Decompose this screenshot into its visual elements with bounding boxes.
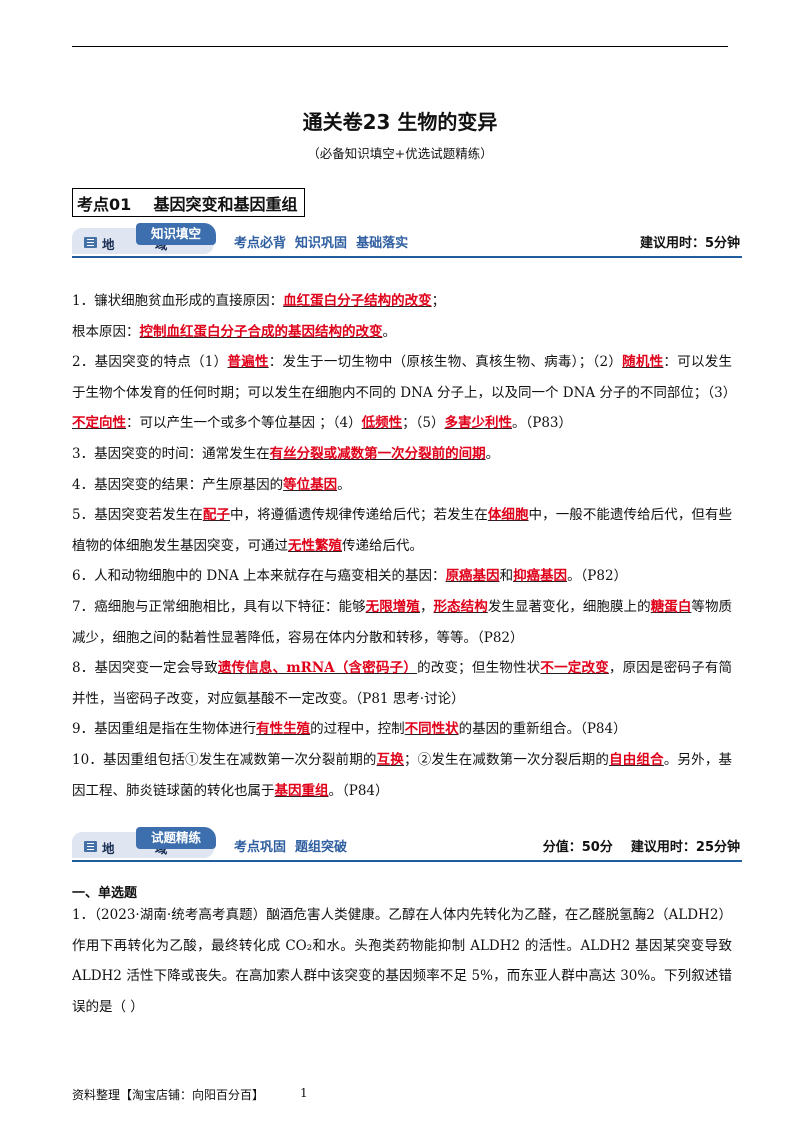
item-text: 根本原因： — [72, 323, 140, 340]
answer-text: 有性生殖 — [256, 721, 311, 738]
item-text: 8．基因突变一定会导致 — [72, 660, 218, 677]
item-text: 。 — [337, 476, 351, 493]
answer-text: 抑癌基因 — [513, 568, 568, 585]
item-text: ：可以产生一个或多个等位基因 ；（4） — [126, 415, 362, 432]
item-text: 10．基因重组包括①发生在减数第一次分裂前期的 — [72, 751, 377, 768]
answer-text: 配子 — [202, 507, 230, 524]
knowledge-item: 3．基因突变的时间：通常发生在有丝分裂或减数第一次分裂前的间期。 — [72, 439, 732, 470]
item-text: 。（P84） — [328, 782, 389, 799]
badge: 地 域 试题精练 — [72, 827, 216, 858]
badge-tag: 试题精练 — [136, 827, 216, 849]
knowledge-item: 4．基因突变的结果：产生原基因的等位基因。 — [72, 470, 732, 501]
answer-text: 形态结构 — [433, 598, 488, 615]
suggested-time: 建议用时：5分钟 — [639, 236, 740, 251]
knowledge-item: 8．基因突变一定会导致遗传信息、mRNA（含密码子）的改变；但生物性状不一定改变… — [72, 653, 732, 714]
answer-text: 互换 — [376, 751, 404, 768]
answer-text: 无限增殖 — [365, 598, 420, 615]
banner-subtitle: 考点必背 知识巩固 基础落实 — [234, 236, 409, 251]
item-text: 传递给后代。 — [342, 537, 423, 554]
knowledge-item: 7．癌细胞与正常细胞相比，具有以下特征：能够无限增殖，形态结构发生显著变化，细胞… — [72, 592, 732, 653]
answer-text: 体细胞 — [487, 507, 529, 524]
item-text: 。 — [382, 323, 397, 340]
answer-text: 低频性 — [361, 415, 403, 432]
item-text: 4．基因突变的结果：产生原基因的 — [72, 476, 284, 493]
score-and-time: 分值：50分 建议用时：25分钟 — [542, 840, 740, 855]
answer-text: 血红蛋白分子结构的改变 — [283, 293, 432, 309]
question-block: 1．（2023·湖南·统考高考真题）酗酒危害人类健康。乙醇在人体内先转化为乙醛，… — [72, 900, 732, 1022]
banner-subtitle: 考点巩固 题组突破 — [234, 840, 348, 855]
item-text: 等物质减少，细胞之间的黏着性显著降低，容易在体内分散和转移，等等。（P82） — [72, 598, 733, 646]
answer-text: 不定向性 — [72, 415, 126, 432]
answer-text: 等位基因 — [283, 476, 338, 493]
knowledge-banner: 地 域 知识填空 考点必背 知识巩固 基础落实 建议用时：5分钟 — [72, 223, 742, 258]
knowledge-item: 9．基因重组是指在生物体进行有性生殖的过程中，控制不同性状的基因的重新组合。（P… — [72, 714, 732, 745]
item-text: 发生显著变化，细胞膜上的 — [487, 598, 651, 615]
item-text: 7．癌细胞与正常细胞相比，具有以下特征：能够 — [72, 598, 366, 615]
item-text: 中，一般不能遗传给后代，但有些植物的体细胞发生基因突变，可通过 — [72, 507, 733, 554]
answer-text: 多害少利性 — [444, 415, 512, 432]
knowledge-item: 10．基因重组包括①发生在减数第一次分裂前期的互换；②发生在减数第一次分裂后期的… — [72, 745, 732, 806]
item-text: 的改变；但生物性状 — [417, 660, 541, 677]
answer-text: 普遍性 — [227, 354, 269, 371]
item-text: 中，将遵循遗传规律传递给后代；若发生在 — [229, 507, 488, 524]
answer-text: 不同性状 — [404, 721, 459, 738]
page-number: 1 — [300, 1086, 308, 1100]
section-title: 考点01 基因突变和基因重组 — [72, 188, 305, 217]
question-section-title: 一、单选题 — [72, 886, 138, 901]
item-text: 。 — [485, 445, 500, 462]
knowledge-item: 1．镰状细胞贫血形成的直接原因：血红蛋白分子结构的改变； — [72, 286, 732, 317]
page-subtitle: （必备知识填空+优选试题精练） — [307, 146, 493, 161]
knowledge-item: 6．人和动物细胞中的 DNA 上本来就存在与癌变相关的基因：原癌基因和抑癌基因。… — [72, 561, 732, 592]
header-rule — [72, 46, 728, 47]
item-text: ， — [419, 598, 434, 615]
banner-rule — [72, 256, 742, 258]
badge: 地 域 知识填空 — [72, 223, 216, 254]
item-text: ；②发生在减数第一次分裂后期的 — [403, 751, 610, 768]
item-text: ：可以发生于生物个体发育的任何时期；可以发生在细胞内不同的 DNA 分子上，以及… — [72, 354, 737, 401]
answer-text: 有丝分裂或减数第一次分裂前的间期 — [269, 445, 486, 462]
banner-rule — [72, 860, 742, 862]
answer-text: 遗传信息、mRNA（含密码子） — [217, 660, 418, 677]
item-text: 6．人和动物细胞中的 DNA 上本来就存在与癌变相关的基因： — [72, 568, 446, 585]
footer-text: 资料整理【淘宝店铺：向阳百分百】 — [72, 1088, 265, 1102]
exercise-banner: 地 域 试题精练 考点巩固 题组突破 分值：50分 建议用时：25分钟 — [72, 827, 742, 862]
knowledge-item: 5．基因突变若发生在配子中，将遵循遗传规律传递给后代；若发生在体细胞中，一般不能… — [72, 500, 732, 561]
book-icon — [84, 841, 97, 852]
item-text: ：发生于一切生物中（原核生物、真核生物、病毒）；（2） — [268, 354, 623, 371]
item-text: 5．基因突变若发生在 — [72, 507, 203, 524]
answer-text: 糖蛋白 — [650, 598, 692, 615]
item-text: 的基因的重新组合。（P84） — [458, 721, 627, 738]
badge-tag: 知识填空 — [136, 223, 216, 245]
item-text: 和 — [499, 568, 514, 585]
answer-text: 基因重组 — [274, 782, 329, 799]
answer-text: 原癌基因 — [445, 568, 500, 585]
question-text: 1．（2023·湖南·统考高考真题）酗酒危害人类健康。乙醇在人体内先转化为乙醛，… — [72, 907, 732, 1015]
item-text: 。（P83） — [511, 415, 572, 432]
item-text: ；（5） — [402, 415, 445, 432]
item-text: 。另外，基因工程、肺炎链球菌的转化也属于 — [72, 751, 733, 799]
item-text: 1．镰状细胞贫血形成的直接原因： — [72, 293, 284, 309]
item-text: ，原因是密码子有简并性，当密码子改变，对应氨基酸不一定改变。（P81 思考·讨论… — [72, 660, 733, 707]
answer-text: 随机性 — [622, 354, 664, 371]
item-text: 3．基因突变的时间：通常发生在 — [72, 445, 270, 462]
item-text: ； — [431, 293, 446, 309]
page-title: 通关卷23 生物的变异 — [302, 110, 498, 134]
knowledge-items: 1．镰状细胞贫血形成的直接原因：血红蛋白分子结构的改变；根本原因：控制血红蛋白分… — [72, 286, 736, 806]
answer-text: 自由组合 — [609, 751, 664, 768]
answer-text: 控制血红蛋白分子合成的基因结构的改变 — [139, 323, 383, 340]
item-text: 的过程中，控制 — [310, 721, 405, 738]
item-text: 。（P82） — [567, 568, 628, 585]
answer-text: 不一定改变 — [540, 660, 609, 677]
item-text: 9．基因重组是指在生物体进行 — [72, 721, 257, 738]
knowledge-item: 根本原因：控制血红蛋白分子合成的基因结构的改变。 — [72, 317, 732, 348]
answer-text: 无性繁殖 — [288, 537, 342, 554]
item-text: 2．基因突变的特点（1） — [72, 354, 228, 371]
book-icon — [84, 237, 97, 248]
knowledge-item: 2．基因突变的特点（1）普遍性：发生于一切生物中（原核生物、真核生物、病毒）；（… — [72, 347, 736, 439]
